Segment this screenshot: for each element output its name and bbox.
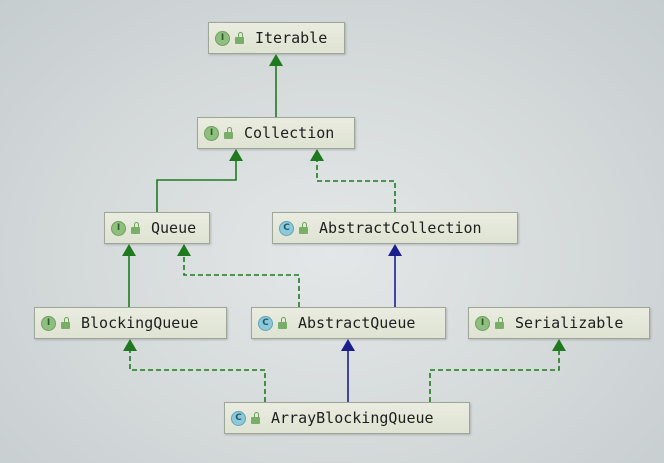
lock-icon	[224, 127, 234, 139]
arrowhead-icon	[122, 244, 136, 256]
arrowhead-icon	[177, 244, 191, 256]
node-blocking-queue[interactable]: I BlockingQueue	[34, 307, 227, 339]
node-abstract-queue[interactable]: C AbstractQueue	[251, 307, 446, 339]
arrowhead-icon	[388, 244, 402, 256]
node-label: Serializable	[515, 314, 624, 332]
lock-icon	[278, 317, 288, 329]
arrowhead-icon	[552, 339, 566, 351]
node-label: BlockingQueue	[81, 314, 199, 332]
edge-abstract-queue-to-abstract-collection	[388, 244, 402, 307]
node-iterable[interactable]: I Iterable	[208, 22, 345, 54]
node-label: Iterable	[255, 29, 328, 47]
node-label: ArrayBlockingQueue	[271, 409, 434, 427]
class-badge-icon: C	[231, 410, 246, 426]
lock-icon	[299, 222, 309, 234]
node-serializable[interactable]: I Serializable	[468, 307, 650, 339]
edge-array-blocking-queue-to-blocking-queue	[123, 339, 266, 402]
class-badge-icon: C	[258, 315, 273, 331]
interface-badge-icon: I	[215, 30, 230, 46]
interface-badge-icon: I	[475, 315, 490, 331]
node-label: AbstractCollection	[319, 219, 482, 237]
edge-array-blocking-queue-to-serializable	[429, 339, 566, 402]
node-array-blocking-queue[interactable]: C ArrayBlockingQueue	[224, 402, 470, 434]
class-badge-icon: C	[279, 220, 294, 236]
node-label: Queue	[151, 219, 197, 237]
lock-icon	[61, 317, 71, 329]
edge-line	[129, 351, 266, 402]
arrowhead-icon	[269, 54, 283, 66]
interface-badge-icon: I	[41, 315, 56, 331]
edge-line	[183, 256, 300, 307]
lock-icon	[131, 222, 141, 234]
node-label: Collection	[244, 124, 335, 142]
node-abstract-collection[interactable]: C AbstractCollection	[272, 212, 518, 244]
arrowhead-icon	[123, 339, 137, 351]
lock-icon	[251, 412, 261, 424]
edge-blocking-queue-to-queue	[122, 244, 136, 307]
edge-line	[156, 161, 237, 212]
interface-badge-icon: I	[204, 125, 219, 141]
arrowhead-icon	[310, 149, 324, 161]
node-label: AbstractQueue	[298, 314, 416, 332]
interface-badge-icon: I	[111, 220, 126, 236]
edge-abstract-queue-to-queue	[177, 244, 300, 307]
arrowhead-icon	[229, 149, 243, 161]
edge-collection-to-iterable	[269, 54, 283, 117]
edge-queue-to-collection	[156, 149, 243, 212]
lock-icon	[495, 317, 505, 329]
edge-line	[429, 351, 560, 402]
arrowhead-icon	[341, 339, 355, 351]
edge-line	[316, 161, 396, 212]
node-collection[interactable]: I Collection	[197, 117, 355, 149]
edge-array-blocking-queue-to-abstract-queue	[341, 339, 355, 402]
edge-abstract-collection-to-collection	[310, 149, 396, 212]
lock-icon	[235, 32, 245, 44]
node-queue[interactable]: I Queue	[104, 212, 210, 244]
